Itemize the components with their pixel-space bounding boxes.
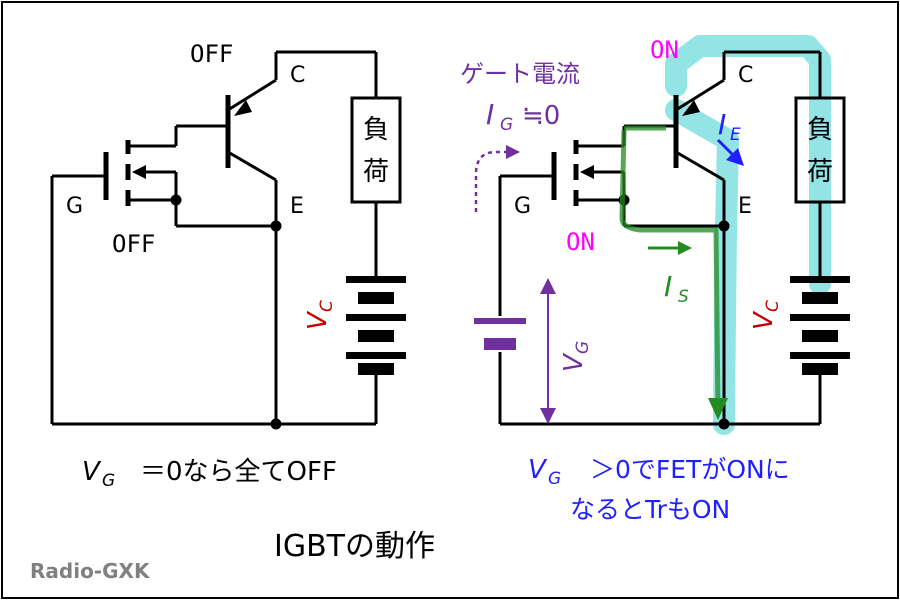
right-is-sub: S	[678, 287, 689, 307]
right-ig-sub: G	[500, 115, 513, 135]
left-fet-state: OFF	[112, 230, 155, 258]
right-label-g: G	[514, 194, 531, 219]
right-fet-state: ON	[566, 228, 595, 256]
left-caption-sub: G	[102, 471, 115, 491]
left-vc-main: V	[303, 310, 333, 330]
left-junction-dot-emitter	[270, 220, 282, 232]
left-load-char-1: 負	[363, 115, 389, 145]
right-vc-label: V C	[749, 300, 783, 330]
right-caption-v: V	[528, 455, 548, 485]
left-junction-dot-source	[170, 194, 182, 206]
right-load-char-1: 負	[807, 115, 833, 145]
right-is-arrow	[648, 241, 692, 255]
left-tr-collector-lead	[227, 78, 277, 112]
right-vg-main: V	[559, 352, 589, 372]
right-emitter-current-highlight	[665, 35, 831, 435]
left-label-c: C	[290, 63, 305, 88]
right-vg-sub: G	[573, 341, 593, 354]
left-load-char-2: 荷	[363, 157, 389, 187]
right-vc-main: V	[749, 310, 779, 330]
right-tr-emitter-arrow	[682, 100, 700, 116]
left-fet-body-arrow	[132, 165, 146, 179]
right-ig-rest: ≒0	[522, 101, 560, 131]
left-label-g: G	[66, 194, 83, 219]
right-ie-main: I	[718, 108, 726, 141]
left-vc-sub: C	[317, 300, 337, 312]
right-is-main: I	[664, 270, 672, 303]
right-ig-label: I G ≒0	[486, 98, 560, 135]
right-caption: V G ＞0でFETがONに なるとTrもON	[528, 455, 790, 524]
right-ig-main: I	[486, 98, 494, 131]
right-vc-sub: C	[763, 300, 783, 312]
right-caption-line2: なるとTrもON	[570, 495, 730, 524]
right-caption-sub: G	[548, 469, 561, 489]
left-junction-dot-bottom	[270, 418, 282, 430]
right-fet-body-arrow	[580, 165, 594, 179]
left-battery	[346, 276, 406, 375]
left-vc-label: V C	[303, 300, 337, 330]
watermark: Radio-GXK	[30, 559, 151, 583]
right-label-e: E	[738, 194, 752, 219]
left-circuit	[50, 50, 402, 426]
left-tr-state: OFF	[190, 40, 233, 68]
right-gate-current-label: ゲート電流	[460, 60, 580, 88]
right-vg-label: V G	[559, 341, 593, 372]
right-tr-emitter-lead	[675, 150, 725, 182]
right-tr-collector-lead	[675, 78, 725, 112]
right-source-current-path	[619, 125, 721, 413]
right-battery-vg	[474, 318, 526, 350]
left-tr-emitter-lead	[227, 150, 277, 182]
right-source-current-arrowhead	[708, 398, 728, 420]
right-ie-label: I E	[718, 108, 741, 145]
right-tr-state: ON	[650, 36, 679, 64]
right-is-label: I S	[664, 270, 689, 307]
right-gate-current-arrowhead	[506, 145, 520, 159]
right-caption-rest: ＞0でFETがONに	[590, 455, 790, 484]
left-tr-emitter-arrow	[234, 100, 252, 116]
right-battery-vc	[790, 276, 850, 375]
left-label-e: E	[290, 194, 304, 219]
right-label-c: C	[738, 63, 753, 88]
right-junction-dot-emitter	[718, 220, 730, 232]
right-junction-dot-bottom	[718, 418, 730, 430]
right-ie-sub: E	[730, 125, 741, 145]
left-caption-rest: ＝0なら全てOFF	[140, 457, 337, 487]
page-title: IGBTの動作	[274, 529, 435, 564]
left-caption-v: V	[82, 457, 102, 487]
right-gate-current-dotted	[474, 150, 508, 212]
right-vg-span-arrow	[540, 278, 556, 424]
right-load-char-2: 荷	[807, 157, 833, 187]
right-ie-arrow	[716, 138, 744, 166]
left-caption: V G ＝0なら全てOFF	[82, 457, 337, 491]
